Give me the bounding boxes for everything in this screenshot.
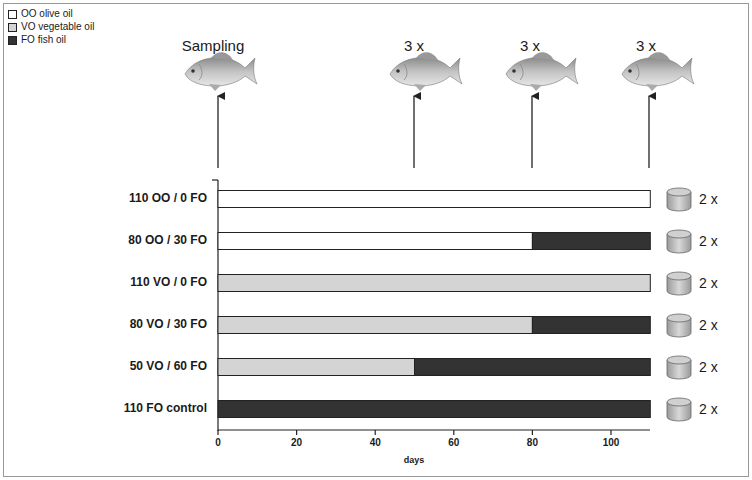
diet-bar: [532, 317, 650, 334]
diet-bar: [532, 233, 650, 250]
tick-label: 20: [291, 437, 302, 449]
tick-label: 100: [603, 437, 620, 449]
legend-swatch: [8, 10, 17, 19]
diet-label: 80 VO / 30 FO: [130, 318, 207, 332]
diet-bar: [218, 275, 650, 292]
diet-label: 50 VO / 60 FO: [130, 360, 207, 374]
diet-bar: [415, 359, 651, 376]
tank-count: 2 x: [699, 275, 718, 291]
tick-label: 0: [215, 437, 221, 449]
diet-bar: [218, 359, 415, 376]
tick-label: 80: [527, 437, 538, 449]
sample-count: 3 x: [636, 37, 656, 54]
tank-count: 2 x: [699, 317, 718, 333]
tank-count: 2 x: [699, 233, 718, 249]
frame: [4, 4, 749, 477]
diet-label: 110 OO / 0 FO: [129, 192, 207, 206]
tank-count: 2 x: [699, 401, 718, 417]
diet-bar: [218, 233, 532, 250]
tank-count: 2 x: [699, 191, 718, 207]
tick-label: 40: [370, 437, 381, 449]
tank-icons: [667, 188, 691, 421]
fish-icon: [622, 52, 694, 91]
fish-icon: [390, 52, 462, 91]
diet-bar: [218, 191, 650, 208]
sampling-label: Sampling: [182, 37, 245, 54]
axes: [212, 180, 650, 435]
legend-text: VO vegetable oil: [21, 21, 94, 33]
tick-label: 60: [448, 437, 459, 449]
diet-label: 80 OO / 30 FO: [128, 234, 207, 248]
legend-swatch: [8, 36, 17, 45]
fish-icon: [506, 52, 578, 91]
axis-title: days: [404, 455, 425, 465]
sampling-arrows: [218, 96, 649, 168]
legend-text: OO olive oil: [21, 8, 73, 20]
sample-count: 3 x: [404, 37, 424, 54]
sample-count: 3 x: [520, 37, 540, 54]
legend-text: FO fish oil: [21, 34, 66, 46]
diet-label: 110 FO control: [124, 402, 207, 416]
diet-bar: [218, 317, 532, 334]
diet-bar: [218, 401, 650, 418]
fish-icon: [185, 52, 257, 91]
legend-swatch: [8, 23, 17, 32]
tank-count: 2 x: [699, 359, 718, 375]
diet-label: 110 VO / 0 FO: [130, 276, 207, 290]
